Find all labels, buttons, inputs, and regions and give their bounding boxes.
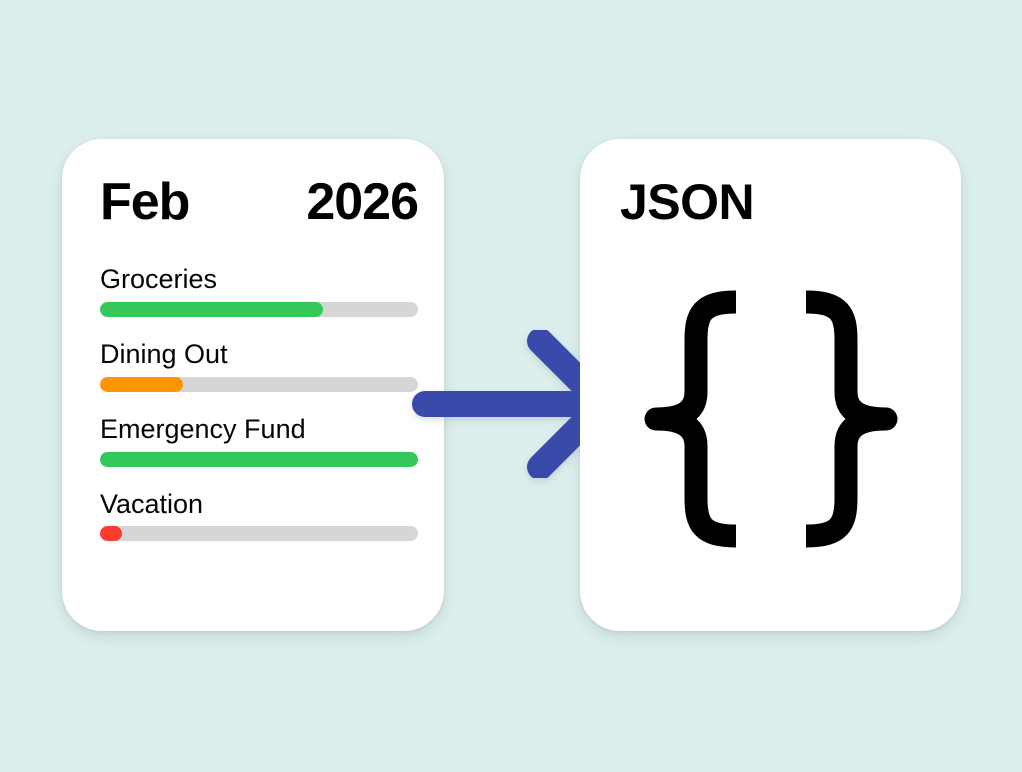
json-card-title: JSON <box>620 174 755 230</box>
budget-card-header: Feb 2026 <box>100 173 419 231</box>
category-label: Vacation <box>100 488 204 519</box>
budget-month-label: Feb <box>100 173 190 231</box>
budget-row-groceries: Groceries <box>100 264 418 317</box>
budget-row-vacation: Vacation <box>100 489 418 542</box>
budget-year-label: 2026 <box>306 173 419 231</box>
budget-category-list: Groceries Dining Out Emergency Fund Vaca… <box>100 264 418 542</box>
budget-card: Feb 2026 Groceries Dining Out Emergency … <box>62 139 444 631</box>
progress-track <box>100 526 418 542</box>
category-label: Emergency Fund <box>100 413 306 444</box>
budget-row-emergency-fund: Emergency Fund <box>100 414 418 467</box>
progress-track <box>100 451 418 467</box>
category-label: Groceries <box>100 264 218 294</box>
json-card: JSON <box>580 139 961 631</box>
progress-fill <box>100 451 418 467</box>
category-label: Dining Out <box>100 338 228 369</box>
curly-braces-icon <box>580 264 961 574</box>
progress-fill <box>100 526 123 542</box>
progress-fill <box>100 301 323 317</box>
budget-row-dining-out: Dining Out <box>100 339 418 392</box>
progress-fill <box>100 376 183 392</box>
progress-track <box>100 376 418 392</box>
progress-track <box>100 301 418 317</box>
